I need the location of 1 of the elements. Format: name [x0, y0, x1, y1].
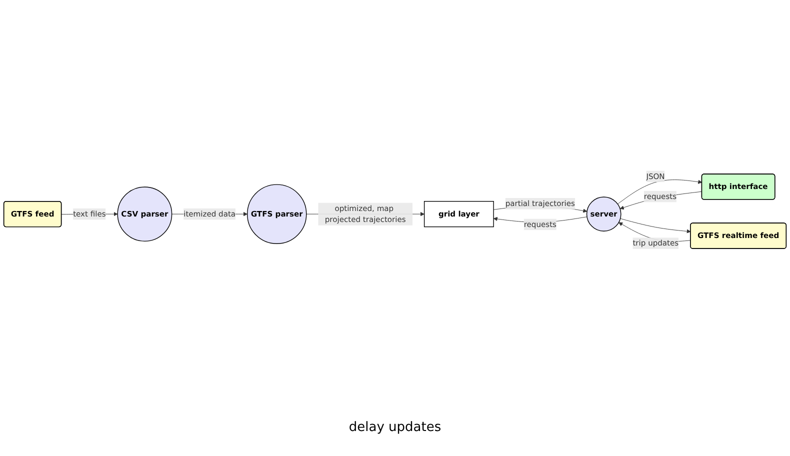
note-text: delay updates: [348, 420, 442, 435]
